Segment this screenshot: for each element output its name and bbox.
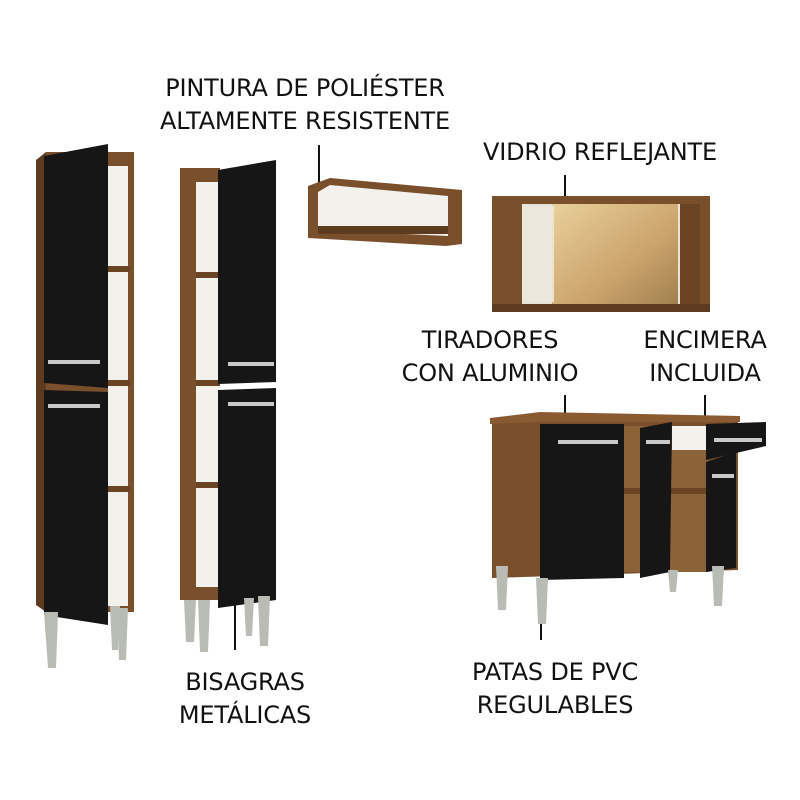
label-hinges-line2: METÁLICAS xyxy=(178,701,312,729)
cabinet-door xyxy=(540,424,624,580)
cabinet-door xyxy=(218,160,276,384)
cabinet-door xyxy=(44,144,108,388)
label-paint-line2: ALTAMENTE RESISTENTE xyxy=(160,107,450,135)
label-glass: VIDRIO REFLEJANTE xyxy=(470,136,730,169)
label-countertop: ENCIMERA INCLUIDA xyxy=(615,324,795,390)
handle xyxy=(646,440,670,444)
leg xyxy=(258,596,270,646)
cabinet-door xyxy=(218,388,276,608)
label-paint-line1: PINTURA DE POLIÉSTER xyxy=(165,74,445,102)
label-glass-line1: VIDRIO REFLEJANTE xyxy=(483,138,717,166)
leg xyxy=(712,566,724,606)
label-countertop-line2: INCLUIDA xyxy=(649,359,761,387)
label-handles-line2: CON ALUMINIO xyxy=(401,359,579,387)
handle xyxy=(228,402,274,406)
label-handles: TIRADORES CON ALUMINIO xyxy=(380,324,600,390)
leg xyxy=(44,612,58,668)
leg xyxy=(536,578,548,624)
handle xyxy=(714,438,762,442)
glass-door xyxy=(552,204,678,306)
glass-door xyxy=(522,206,554,302)
glass-wall-cabinet xyxy=(492,196,710,312)
handle xyxy=(48,360,100,364)
handle xyxy=(48,404,100,408)
tall-cabinet-right xyxy=(180,160,276,652)
countertop xyxy=(490,412,740,424)
label-hinges: BISAGRAS METÁLICAS xyxy=(150,666,340,732)
open-wall-shelf xyxy=(308,178,462,246)
leg xyxy=(117,608,128,660)
label-legs: PATAS DE PVC REGULABLES xyxy=(450,656,660,722)
label-countertop-line1: ENCIMERA xyxy=(643,326,767,354)
tall-cabinet-left xyxy=(36,144,134,668)
handle xyxy=(558,440,618,444)
leg xyxy=(184,600,196,642)
leg xyxy=(668,570,678,592)
label-hinges-line1: BISAGRAS xyxy=(185,668,305,696)
label-paint: PINTURA DE POLIÉSTER ALTAMENTE RESISTENT… xyxy=(150,72,460,138)
base-cabinet xyxy=(490,412,766,624)
handle xyxy=(228,362,274,366)
cabinet-door xyxy=(44,390,108,625)
label-legs-line1: PATAS DE PVC xyxy=(471,658,639,686)
leg xyxy=(198,600,210,652)
cabinet-door xyxy=(706,452,736,572)
label-handles-line1: TIRADORES xyxy=(421,326,559,354)
leg xyxy=(244,598,254,636)
handle xyxy=(712,474,734,478)
cabinet-door xyxy=(640,422,672,578)
leg xyxy=(496,566,508,610)
label-legs-line2: REGULABLES xyxy=(476,691,634,719)
